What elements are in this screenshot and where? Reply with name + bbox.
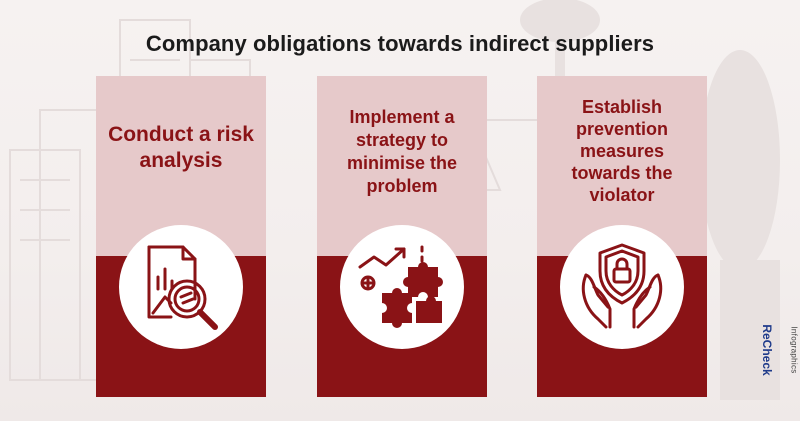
hands-shield-lock-icon — [581, 243, 663, 329]
card-risk-analysis: Conduct a risk analysis — [96, 76, 266, 397]
card-prevention: Establish prevention measures towards th… — [537, 76, 707, 397]
risk-analysis-document-magnifier-icon — [147, 245, 218, 330]
brand-name: ReCheck — [760, 324, 774, 376]
card-heading: Implement a strategy to minimise the pro… — [346, 107, 458, 196]
brand-label: Infographics — [789, 326, 799, 374]
brand-logo: Infographics ReCheck — [752, 312, 798, 388]
page-title: Company obligations towards indirect sup… — [145, 31, 655, 56]
card-heading: Establish prevention measures towards th… — [571, 97, 673, 205]
card-strategy: Implement a strategy to minimise the pro… — [317, 76, 487, 397]
icon-circle — [560, 225, 684, 349]
icon-circle — [119, 225, 243, 349]
strategy-puzzle-growth-icon — [358, 245, 443, 328]
card-heading: Conduct a risk analysis — [108, 123, 254, 172]
icon-circle — [340, 225, 464, 349]
